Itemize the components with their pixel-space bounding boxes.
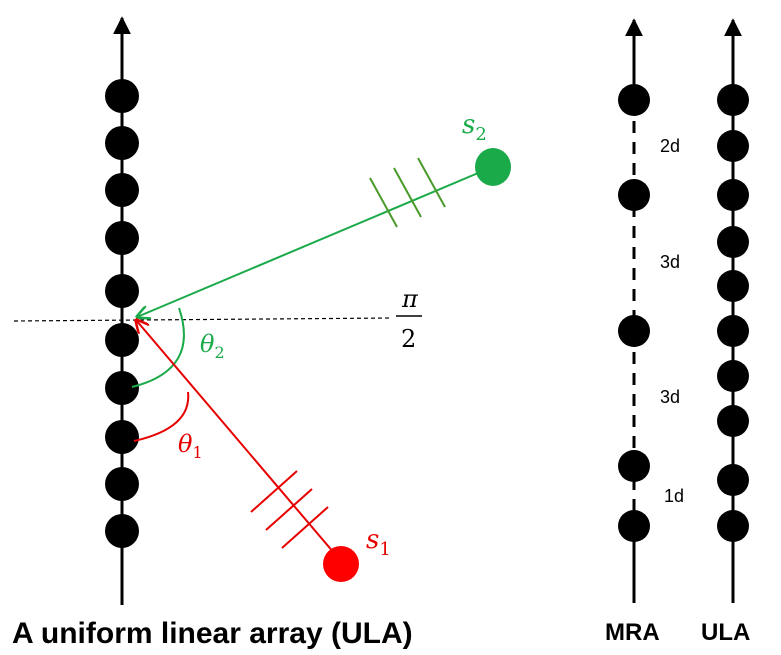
array-element — [105, 323, 139, 357]
mra-caption: MRA — [605, 619, 660, 646]
theta-2-arc — [131, 307, 185, 388]
mra-gap-label: 3d — [660, 387, 680, 407]
main-caption: A uniform linear array (ULA) — [12, 617, 413, 650]
ula-right-element — [717, 315, 749, 347]
theta-2-label: θ2 — [200, 330, 225, 362]
ula-left-elements — [105, 79, 139, 548]
mra-gap-label: 2d — [660, 136, 680, 156]
ula-right-element — [717, 270, 749, 302]
array-element — [105, 274, 139, 308]
source-1-label: s1 — [366, 525, 391, 560]
array-element — [105, 420, 139, 454]
array-element — [105, 467, 139, 501]
broadside-dashed-line — [13, 317, 393, 322]
ula-right-element — [717, 360, 749, 392]
mra-element — [618, 179, 650, 211]
source-2-label: s2 — [462, 110, 487, 145]
array-element — [105, 79, 139, 113]
wavefront — [417, 157, 446, 208]
source-2-ray — [137, 167, 491, 317]
wavefront — [369, 177, 398, 228]
mra-gap-label: 3d — [660, 252, 680, 272]
mra-element — [618, 510, 650, 542]
mra-element — [618, 450, 650, 482]
source-1-ray — [136, 320, 341, 561]
ula-right-element — [717, 464, 749, 496]
ula-left — [105, 16, 139, 605]
source-1-dot — [323, 546, 359, 582]
ula-right-element — [717, 84, 749, 116]
denominator-two: 2 — [401, 325, 416, 353]
array-element — [105, 221, 139, 255]
wavefront — [393, 167, 422, 218]
ula-right — [717, 18, 749, 603]
wavefront — [265, 488, 313, 531]
mra-element — [618, 315, 650, 347]
theta-1-label: θ1 — [178, 430, 203, 462]
source-1-wavefronts — [250, 470, 329, 549]
array-element — [105, 371, 139, 405]
ula-right-element — [717, 179, 749, 211]
mra-element — [618, 84, 650, 116]
array-element — [105, 173, 139, 207]
mra-array: 2d 3d 3d 1d — [618, 18, 684, 603]
source-2-group: s2 θ2 — [131, 110, 511, 388]
source-1-group: s1 θ1 — [134, 320, 391, 582]
source-2-dot — [475, 148, 511, 186]
pi-symbol: π — [401, 285, 419, 313]
mra-gap-label: 1d — [664, 486, 684, 506]
pi-over-two-label: π 2 — [396, 285, 422, 353]
wavefront — [250, 470, 298, 513]
wavefront — [281, 506, 329, 549]
ula-right-element — [717, 226, 749, 258]
ula-caption: ULA — [701, 619, 750, 646]
source-2-wavefronts — [369, 157, 446, 228]
array-element — [105, 126, 139, 160]
ula-right-element — [717, 405, 749, 437]
ula-right-element — [717, 130, 749, 162]
array-element — [105, 514, 139, 548]
theta-1-arc — [133, 391, 190, 442]
ula-right-element — [717, 510, 749, 542]
